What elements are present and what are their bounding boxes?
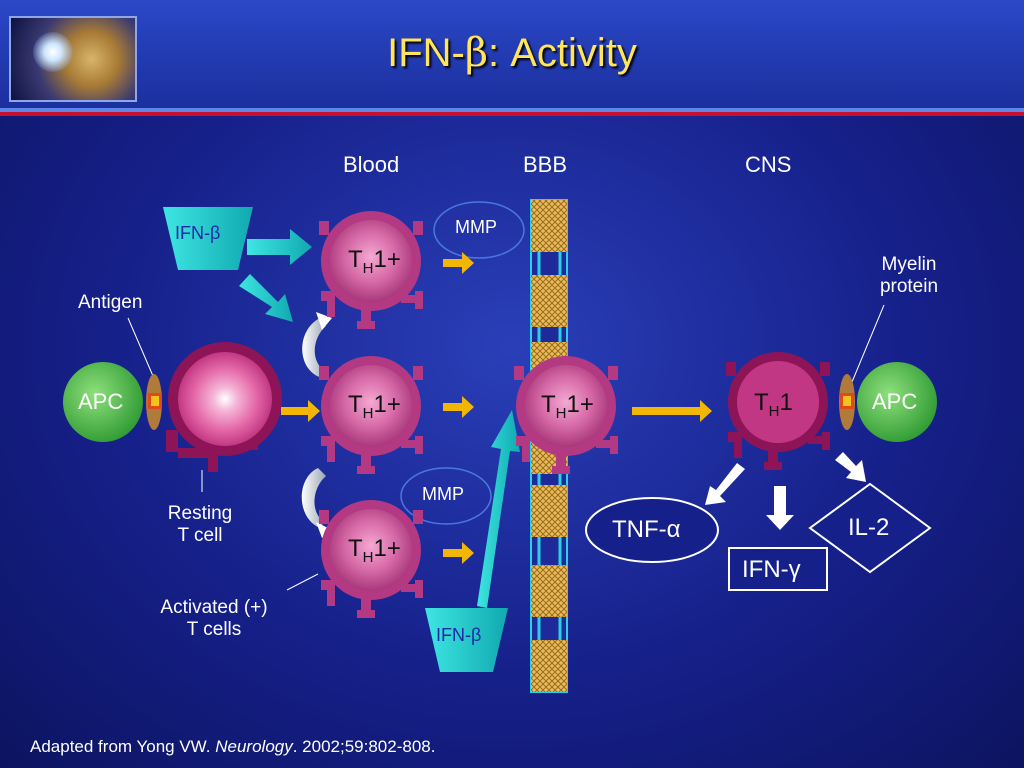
column-label-blood: Blood	[343, 152, 400, 177]
th1-plus-label-middle: TH1+	[348, 391, 401, 422]
th1-cell-bbb	[514, 356, 618, 474]
myelin-leader-line	[851, 304, 885, 383]
citation-footer: Adapted from Yong VW. Neurology. 2002;59…	[30, 737, 436, 756]
antigen-leader-line	[127, 317, 154, 377]
tnf-alpha-ellipse	[585, 497, 719, 563]
th1-plus-label-bbb: TH1+	[541, 391, 594, 422]
header-divider	[0, 108, 1024, 112]
white-arrows	[705, 452, 866, 530]
th1-label-cns: TH1	[754, 389, 793, 420]
apc-right-cell	[857, 362, 937, 442]
th1-cell-bottom	[319, 500, 423, 618]
mmp-label-top: MMP	[455, 217, 497, 237]
ifn-gamma-label: IFN-γ	[742, 556, 801, 583]
cyan-arrow-diagonal	[239, 274, 293, 322]
antigen-label: Antigen	[78, 292, 143, 313]
ifn-beta-top-trapezoid	[163, 207, 253, 270]
activated-t-cells-label: Activated (+)T cells	[160, 597, 268, 640]
curved-arrow-bottom-head	[316, 522, 332, 538]
th1-cell-middle	[319, 356, 423, 474]
header-accent-line	[0, 112, 1024, 116]
brain-logo-image	[9, 16, 137, 102]
header-bar	[0, 0, 1024, 108]
th1-cell-cns	[726, 352, 830, 470]
il2-diamond	[808, 482, 932, 574]
column-label-bbb: BBB	[523, 152, 568, 177]
th1-cell-top	[319, 211, 423, 329]
yellow-arrows	[281, 252, 712, 564]
th1-plus-label-top: TH1+	[348, 246, 401, 277]
apc-left-label: APC	[78, 389, 124, 414]
mmp-ellipse-top	[433, 201, 525, 259]
curved-arrow-top	[302, 318, 326, 378]
mmp-ellipse-bottom	[400, 467, 492, 525]
tnf-alpha-label: TNF-α	[612, 516, 681, 543]
resting-t-cell	[166, 342, 282, 472]
ifn-beta-label-bottom: IFN-β	[436, 625, 482, 645]
th1-plus-label-bottom: TH1+	[348, 535, 401, 566]
il2-label: IL-2	[848, 514, 890, 541]
apc-right-label: APC	[872, 389, 918, 414]
curved-arrow-bottom	[301, 468, 326, 528]
mmp-label-bottom: MMP	[422, 484, 464, 504]
cyan-arrow-up-long	[477, 410, 520, 608]
slide-title: IFN-β: Activity	[387, 30, 637, 76]
activated-leader-line	[286, 573, 319, 591]
ifn-beta-bottom-trapezoid	[425, 608, 508, 672]
apc-left-cell	[63, 362, 143, 442]
cyan-arrow-right	[247, 229, 312, 265]
ifn-gamma-box	[728, 547, 828, 591]
ifn-beta-label-top: IFN-β	[175, 223, 221, 243]
column-label-cns: CNS	[745, 152, 792, 177]
